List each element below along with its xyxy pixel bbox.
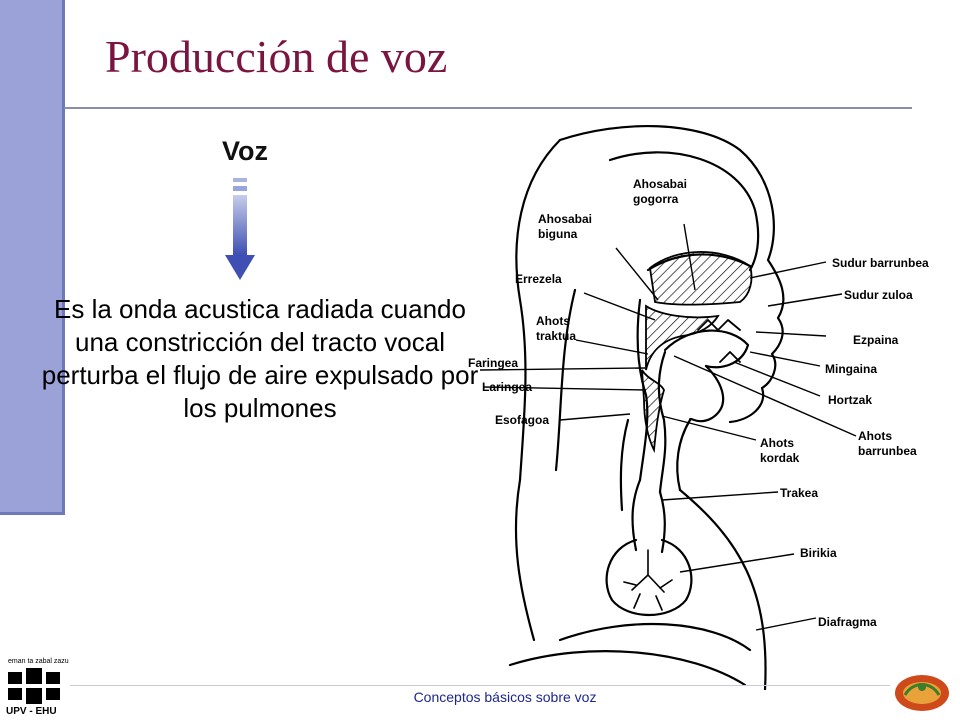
label-laringea: Laringea [482,380,532,394]
pharynx-hatch [641,369,665,454]
voz-heading: Voz [222,136,268,166]
neck-back-inner [554,288,577,472]
lung-outline [605,538,693,617]
page-title: Producción de voz [105,31,448,82]
pharynx-right [657,350,667,494]
upv-name: UPV - EHU [6,706,57,717]
footer-text: Conceptos básicos sobre voz [413,689,597,705]
upv-emblem-icon [8,668,60,704]
label-birikia: Birikia [800,546,837,560]
research-group-logo-icon [895,675,949,711]
title-divider [64,107,912,109]
sidebar-decoration [0,0,65,515]
esophagus [619,418,630,512]
label-trakea: Trakea [780,486,818,500]
label-esofagoa: Esofagoa [495,413,549,427]
head-outline [558,124,785,424]
trachea-left [631,478,642,552]
label-sudur-zuloa: Sudur zuloa [844,288,913,302]
nasal-cavity-hatch [649,251,753,306]
label-mingaina: Mingaina [825,362,877,376]
bronchi [623,549,673,611]
label-ezpaina: Ezpaina [853,333,899,347]
label-faringea: Faringea [468,356,518,370]
voice-definition: Es la onda acustica radiada cuando una c… [41,294,479,423]
chest-outline [678,488,767,690]
skull-inner [608,151,760,272]
oral-cavity-hatch [645,304,720,371]
jaw [688,364,725,423]
back-outline [514,478,536,642]
label-errezela: Errezela [515,272,562,286]
diaphragm [558,622,752,652]
label-hortzak: Hortzak [828,393,872,407]
down-arrow-icon [225,178,255,280]
label-diafragma: Diafragma [818,615,877,629]
footer-divider [70,685,890,686]
trachea-right [658,490,666,554]
upv-motto: eman ta zabal zazu [8,658,69,665]
neck-front [676,418,692,492]
lower-teeth [719,351,741,363]
abdomen-line [508,650,747,687]
label-sudur-barrunbea: Sudur barrunbea [832,256,929,270]
neck-back [515,138,562,482]
